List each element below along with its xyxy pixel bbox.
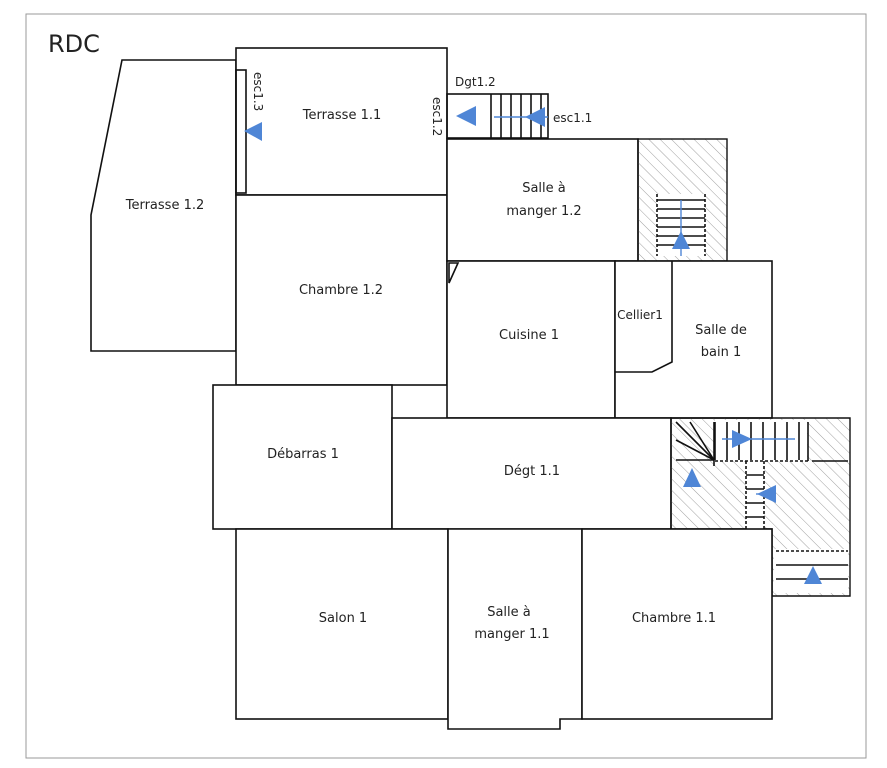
room-chambre-1-2[interactable] bbox=[235, 194, 448, 386]
label-esc-1-1: esc1.1 bbox=[553, 111, 592, 125]
label-salon-1: Salon 1 bbox=[319, 611, 367, 626]
label-degt-1-1: Dégt 1.1 bbox=[504, 464, 560, 479]
arrow-icon bbox=[683, 468, 701, 487]
room-terrasse-1-2[interactable] bbox=[90, 59, 237, 352]
arrow-icon bbox=[804, 566, 822, 584]
label-salle-de-bain-1-line1: Salle de bbox=[695, 323, 747, 338]
label-terrasse-1-2: Terrasse 1.2 bbox=[125, 198, 205, 213]
label-salle-a-manger-1-2-line1: Salle à bbox=[522, 181, 566, 196]
label-salle-a-manger-1-1-line2: manger 1.1 bbox=[474, 627, 549, 642]
label-esc-1-3: esc1.3 bbox=[251, 72, 265, 111]
arrow-icon bbox=[732, 430, 752, 448]
room-cellier-1[interactable] bbox=[615, 261, 673, 373]
label-salle-a-manger-1-2-line2: manger 1.2 bbox=[506, 204, 581, 219]
room-salle-de-bain-1[interactable] bbox=[614, 260, 773, 419]
level-title: RDC bbox=[48, 30, 100, 58]
label-salle-a-manger-1-1-line1: Salle à bbox=[487, 605, 531, 620]
label-cuisine-1: Cuisine 1 bbox=[499, 328, 559, 343]
label-terrasse-1-1: Terrasse 1.1 bbox=[302, 108, 382, 123]
label-esc-1-2: esc1.2 bbox=[430, 97, 444, 136]
arrow-icon bbox=[757, 485, 776, 503]
room-chambre-1-1[interactable] bbox=[581, 528, 773, 720]
plan-frame bbox=[25, 13, 867, 759]
label-cellier-1: Cellier1 bbox=[617, 308, 663, 322]
room-salon-1[interactable] bbox=[235, 528, 449, 720]
arrow-icon bbox=[525, 107, 545, 127]
label-chambre-1-1: Chambre 1.1 bbox=[632, 611, 716, 626]
room-salle-a-manger-1-2[interactable] bbox=[446, 138, 639, 262]
label-dgt-1-2: Dgt1.2 bbox=[455, 75, 496, 89]
door-swing bbox=[448, 262, 460, 284]
label-chambre-1-2: Chambre 1.2 bbox=[299, 283, 383, 298]
arrow-icon bbox=[244, 122, 262, 141]
label-debarras-1: Débarras 1 bbox=[267, 447, 339, 462]
room-degt-1-1[interactable] bbox=[391, 417, 672, 530]
arrow-icon bbox=[456, 106, 476, 126]
arrow-icon bbox=[672, 231, 690, 249]
label-salle-de-bain-1-line2: bain 1 bbox=[701, 345, 741, 360]
room-terrasse-1-1[interactable] bbox=[235, 47, 448, 196]
